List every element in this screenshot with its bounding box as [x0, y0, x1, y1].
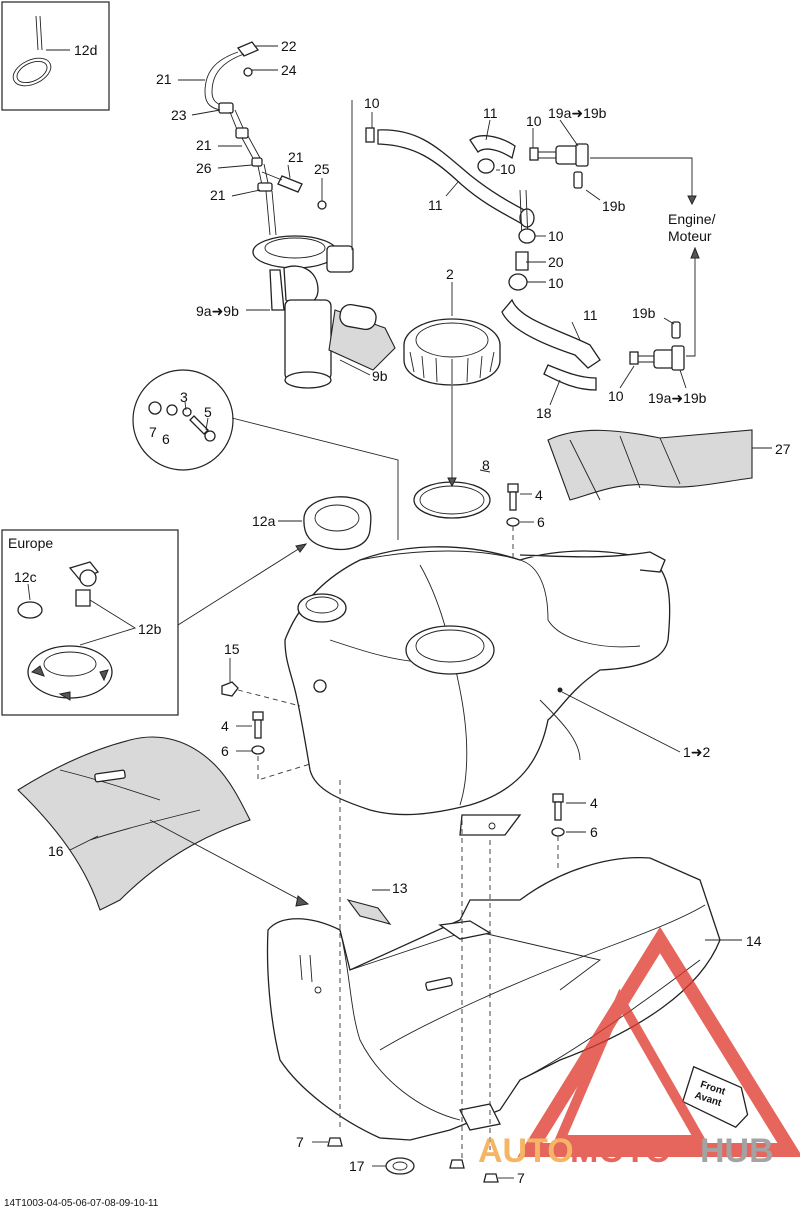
vent-hose: 10 11 — [364, 95, 535, 228]
label-8: 8 — [482, 457, 490, 473]
pad-13: 13 — [346, 880, 408, 925]
label-15: 15 — [224, 641, 240, 657]
label-engine: Engine/ — [668, 211, 716, 227]
watermark-auto: AUTO — [478, 1132, 574, 1170]
label-11-c: 11 — [583, 307, 598, 323]
label-4-b: 4 — [221, 718, 229, 734]
label-4-c: 4 — [590, 795, 598, 811]
lock-ring: 2 — [403, 266, 501, 386]
label-12b: 12b — [138, 621, 162, 637]
watermark-hub: HUB — [700, 1132, 774, 1170]
label-5: 5 — [204, 404, 212, 420]
label-12a: 12a — [252, 513, 276, 529]
label-7-c: 7 — [517, 1170, 525, 1186]
label-2: 2 — [446, 266, 454, 282]
bolt-washer-c: 4 6 — [551, 793, 598, 868]
label-14: 14 — [746, 933, 762, 949]
fuel-line-assembly: 22 24 21 23 21 26 21 25 21 — [156, 38, 330, 236]
label-21-a: 21 — [156, 71, 172, 87]
fuel-pump-module: 9a➜9b 9b — [196, 100, 396, 389]
label-21-c: 21 — [288, 149, 304, 165]
label-23: 23 — [171, 107, 187, 123]
label-10-a: 10 — [364, 95, 380, 111]
label-9b: 9b — [372, 368, 388, 384]
label-7-a: 7 — [149, 424, 157, 440]
skid-plate-16: 16 — [17, 736, 310, 911]
fuel-cap-12a: 12a — [252, 496, 372, 551]
inset-europe: Europe 12c 12b — [1, 529, 308, 716]
inset-12d: 12d — [1, 1, 110, 111]
watermark-moto: MOTO — [570, 1132, 671, 1170]
label-6-b: 6 — [537, 514, 545, 530]
gasket-8: 8 — [413, 386, 491, 519]
figure-code: 14T1003-04-05-06-07-08-09-10-11 — [4, 1198, 159, 1209]
label-26: 26 — [196, 160, 212, 176]
bolt-washer-a: 4 6 — [506, 483, 545, 560]
label-12c: 12c — [14, 569, 37, 585]
label-10-c: 10 — [500, 161, 516, 177]
label-6-c: 6 — [221, 743, 229, 759]
label-10-e: 10 — [548, 275, 564, 291]
fuel-tank: 1➜2 — [284, 546, 711, 836]
label-24: 24 — [281, 62, 297, 78]
label-27: 27 — [775, 441, 791, 457]
label-21-d: 21 — [210, 187, 226, 203]
label-19b-top: 19b — [602, 198, 626, 214]
label-7-b: 7 — [296, 1134, 304, 1150]
label-16: 16 — [48, 843, 64, 859]
label-25: 25 — [314, 161, 330, 177]
front-arrow: Front Avant — [681, 1065, 749, 1128]
label-19a-19b-bot: 19a➜19b — [648, 390, 707, 406]
tray-14: 14 — [266, 780, 762, 1160]
label-4-a: 4 — [535, 487, 543, 503]
label-19b-mid: 19b — [632, 305, 656, 321]
label-11-b: 11 — [483, 105, 498, 121]
hose-assembly-right: 11 10 19a➜19b 10 19b Engine/ Moteur 10 2… — [469, 105, 716, 421]
label-moteur: Moteur — [668, 228, 712, 244]
label-9a-9b: 9a➜9b — [196, 303, 239, 319]
label-18: 18 — [536, 405, 552, 421]
label-10-b: 10 — [526, 113, 542, 129]
inset-hardware: 3 5 7 6 — [132, 369, 399, 540]
watermark: AUTO MOTO HUB — [478, 926, 800, 1170]
label-6-a: 6 — [162, 431, 170, 447]
label-3: 3 — [180, 389, 188, 405]
label-10-d: 10 — [548, 228, 564, 244]
label-europe: Europe — [8, 535, 53, 551]
label-19a-19b-top: 19a➜19b — [548, 105, 607, 121]
label-13: 13 — [392, 880, 408, 896]
label-1-2: 1➜2 — [683, 744, 711, 760]
label-20: 20 — [548, 254, 564, 270]
label-17: 17 — [349, 1158, 365, 1174]
label-6-d: 6 — [590, 824, 598, 840]
label-12d: 12d — [74, 42, 97, 58]
hardware-left: 15 4 6 — [221, 641, 311, 781]
label-11-a: 11 — [428, 197, 443, 213]
label-10-f: 10 — [608, 388, 624, 404]
label-21-b: 21 — [196, 137, 212, 153]
label-22: 22 — [281, 38, 297, 54]
hardware-bottom: 7 17 7 — [296, 1134, 525, 1186]
heat-shield-27: 27 — [547, 429, 791, 501]
